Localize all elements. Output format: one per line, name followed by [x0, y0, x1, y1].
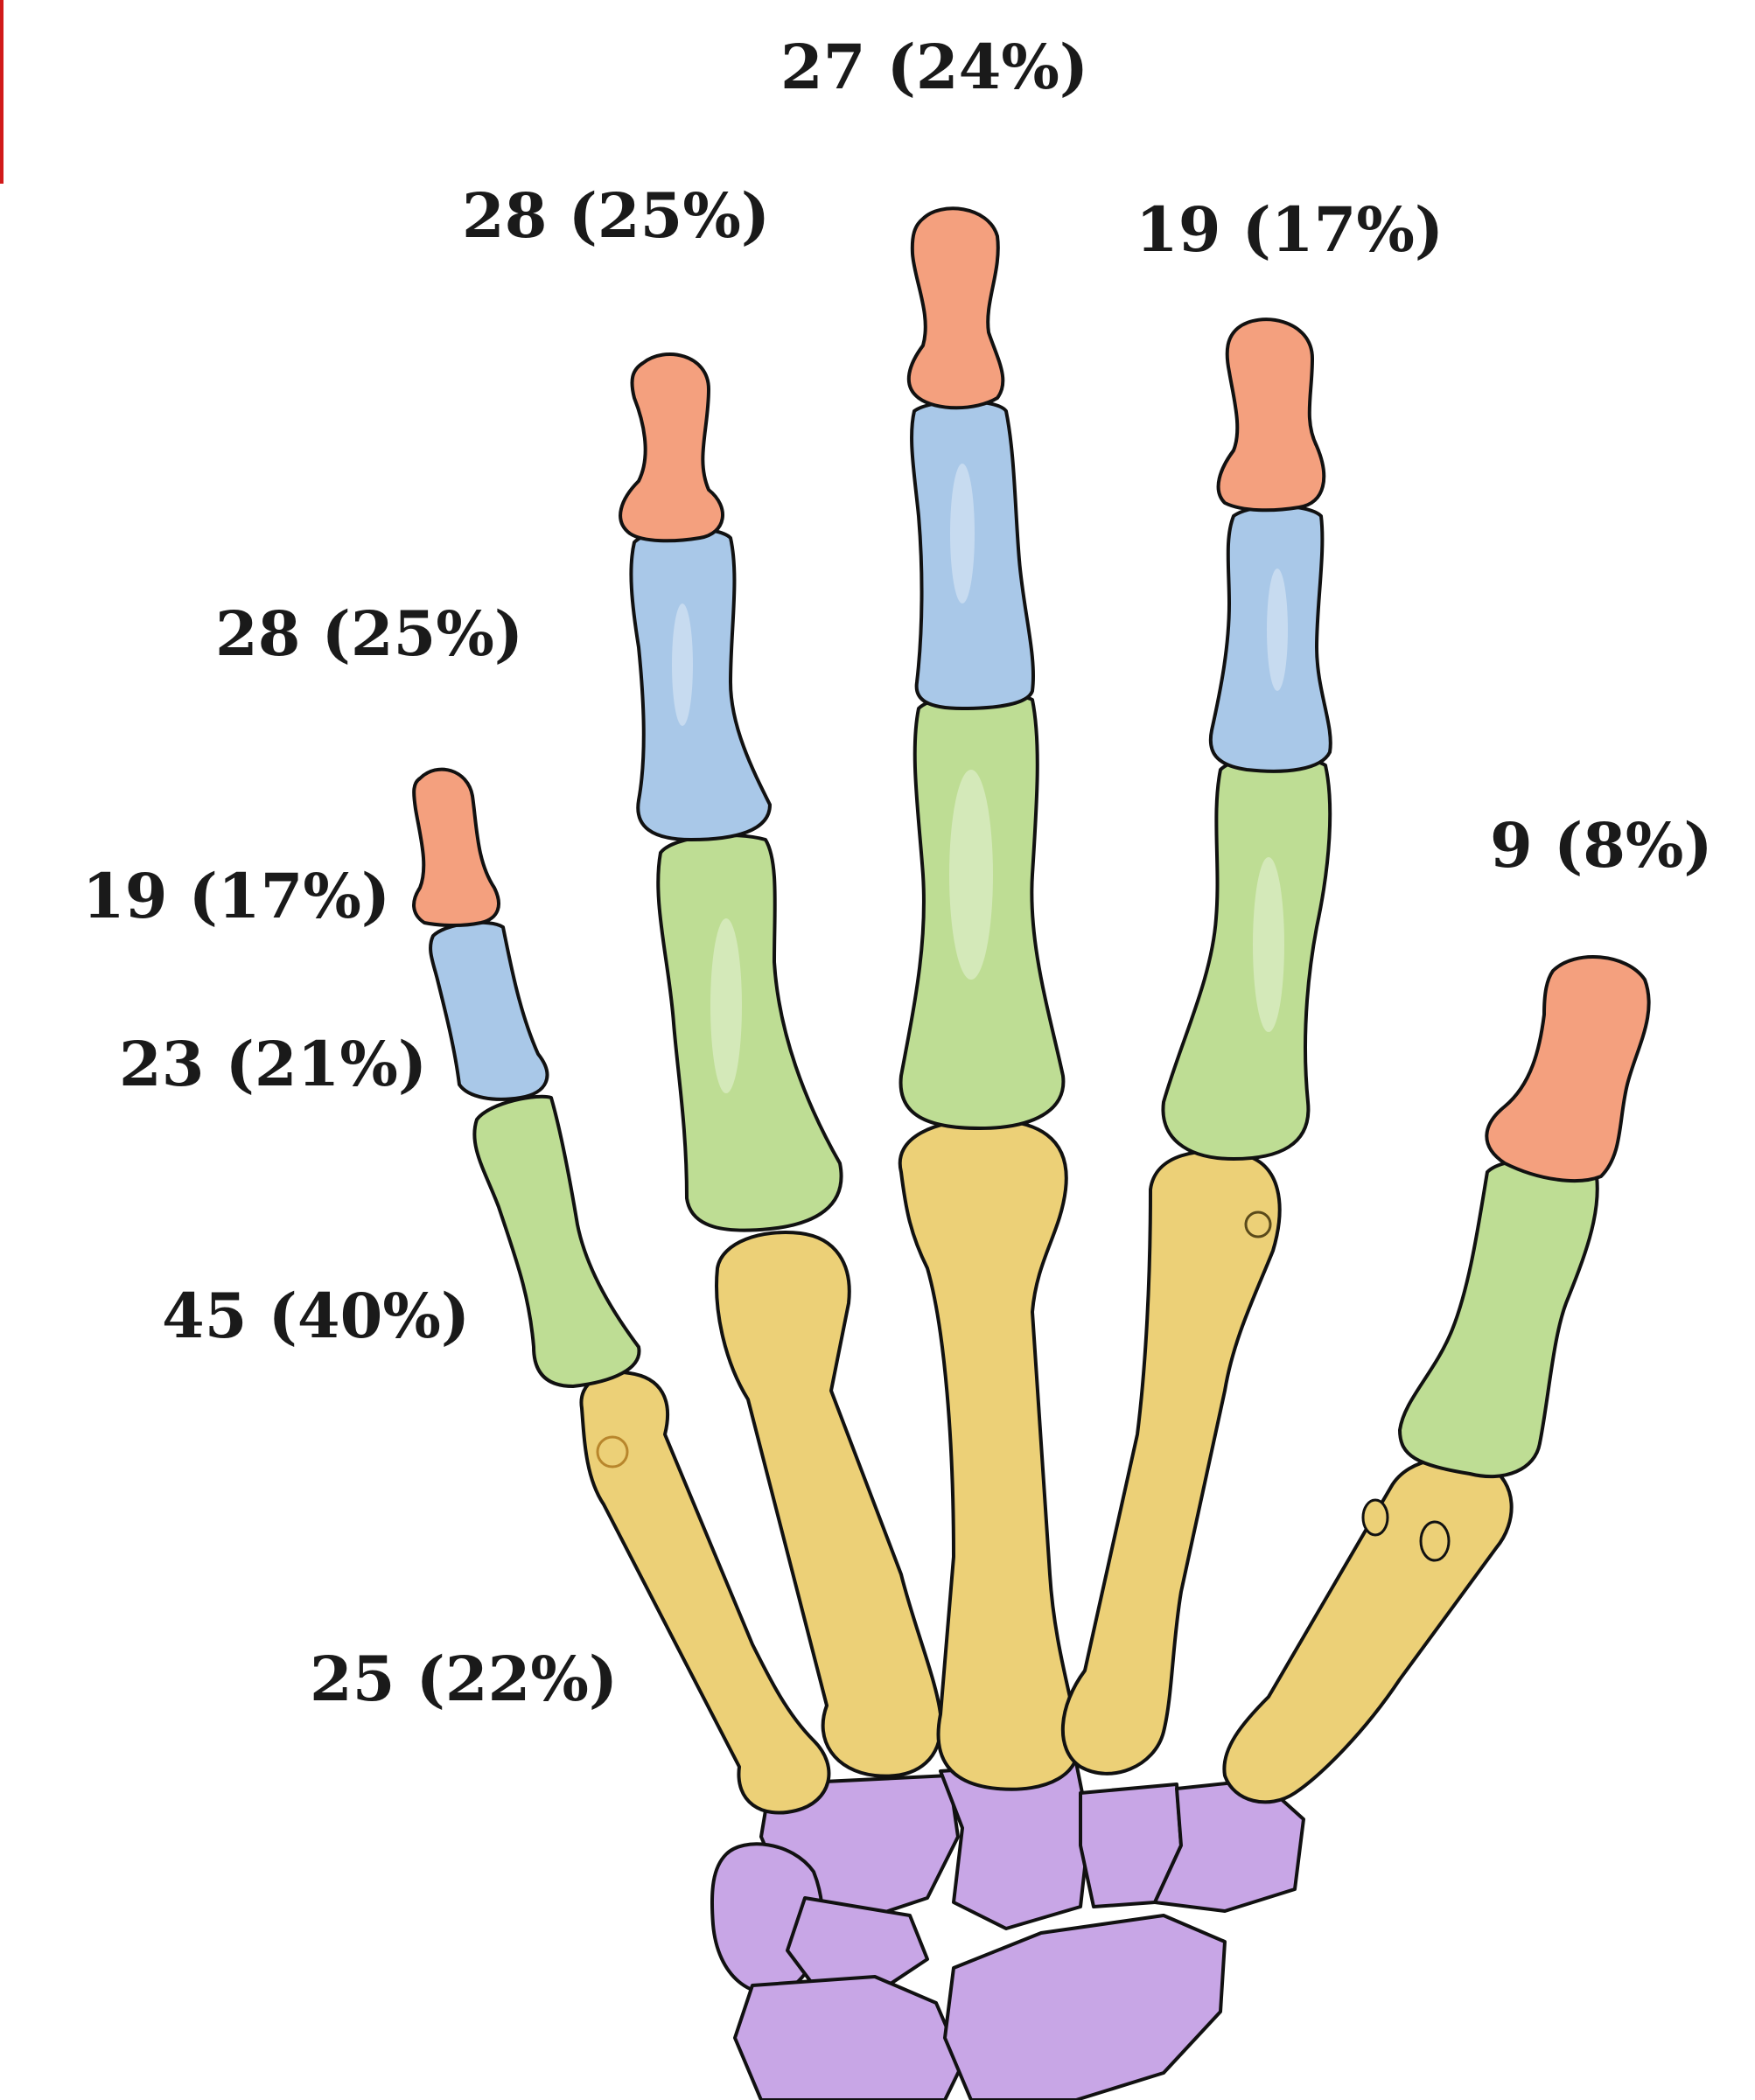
distal-phalanx-middle	[909, 208, 1003, 408]
distal-phalanx-ring	[620, 354, 723, 541]
label-middle-phalanges: 28 (25%)	[215, 603, 523, 665]
carpal-bones	[712, 1762, 1304, 2100]
label-index-tip: 28 (25%)	[462, 185, 770, 247]
proximal-phalanx-ring	[658, 835, 841, 1231]
middle-phalanx-ring	[631, 528, 770, 840]
proximal-phalanx-thumb	[1400, 1160, 1598, 1477]
carpal-bone	[735, 1977, 962, 2100]
label-middle-tip: 27 (24%)	[780, 37, 1088, 98]
label-little-middle: 23 (21%)	[119, 1034, 427, 1095]
distal-phalanx-little	[414, 770, 499, 925]
sesamoid	[1363, 1500, 1388, 1535]
proximal-phalanx-little	[474, 1097, 639, 1386]
label-little-tip: 19 (17%)	[82, 866, 390, 927]
label-ring-tip: 19 (17%)	[1136, 199, 1444, 261]
label-proximal-phalanges: 45 (40%)	[162, 1286, 470, 1347]
sesamoid	[1421, 1522, 1449, 1560]
middle-phalanx-little	[430, 923, 547, 1099]
proximal-phalanx-index	[1163, 756, 1330, 1159]
metacarpal-index	[1063, 1151, 1280, 1773]
carpal-bone	[945, 1915, 1225, 2100]
distal-phalanx-index	[1219, 319, 1325, 510]
label-metacarpals: 25 (22%)	[310, 1649, 618, 1710]
distal-phalanx-thumb	[1486, 957, 1648, 1181]
middle-phalanges	[430, 401, 1331, 1099]
label-thumb-tip: 9 (8%)	[1490, 815, 1713, 876]
